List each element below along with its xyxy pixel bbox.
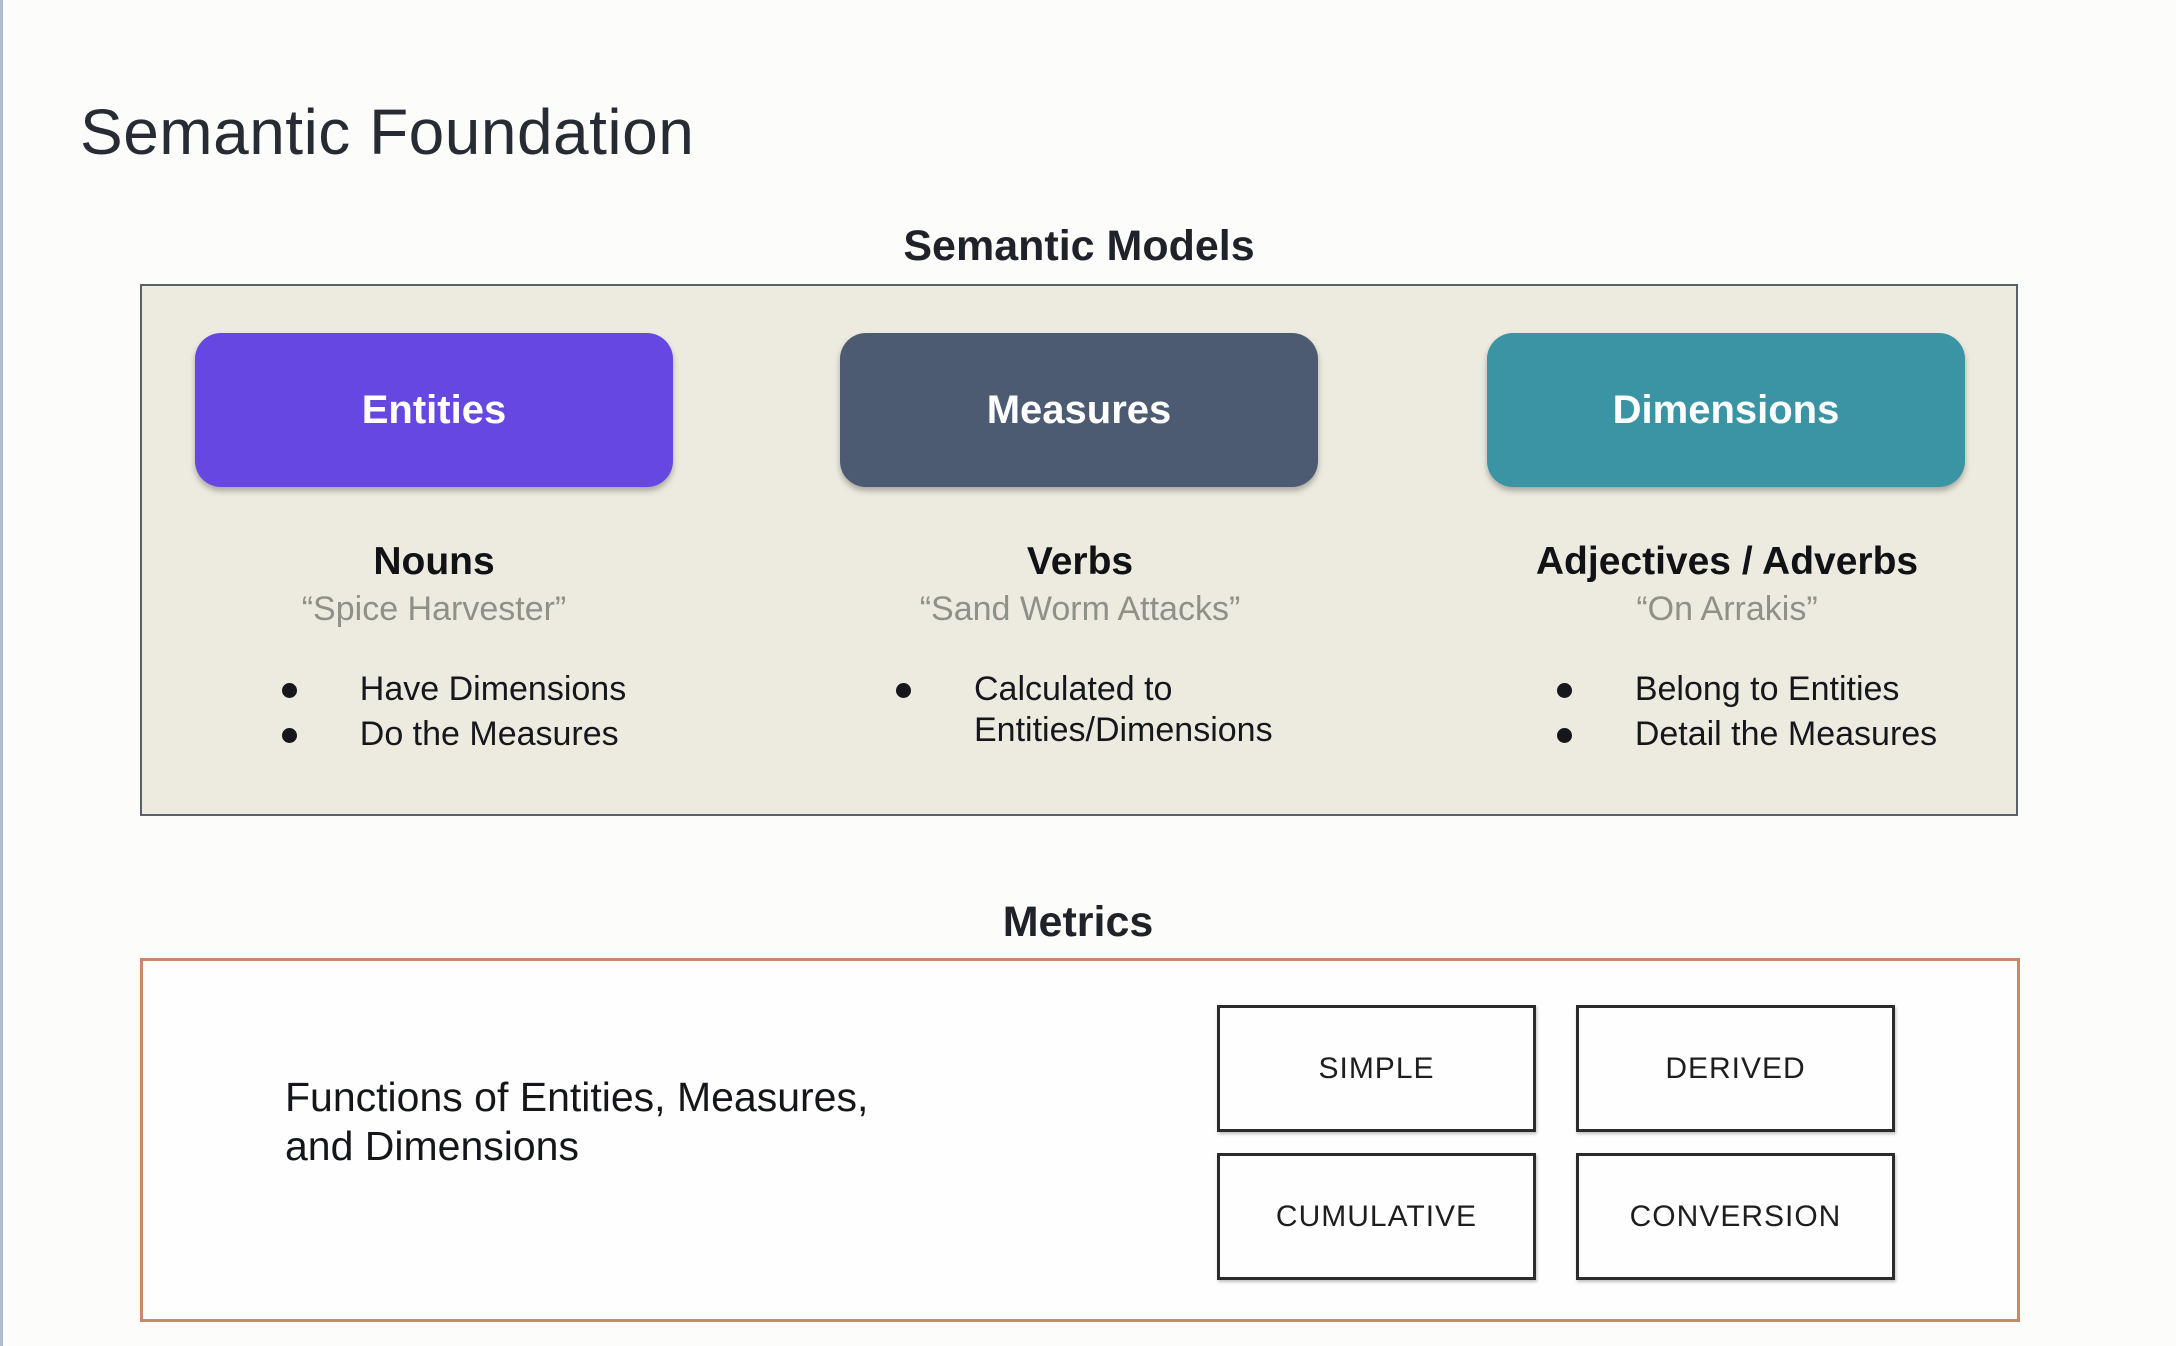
- dimensions-bullet-list: Belong to Entities Detail the Measures: [1517, 669, 1937, 760]
- entities-bullet-list: Have Dimensions Do the Measures: [242, 669, 626, 760]
- dimensions-subtitle: Adjectives / Adverbs: [1535, 540, 1919, 583]
- window-edge-line: [0, 0, 3, 1346]
- metric-type-simple: SIMPLE: [1217, 1005, 1536, 1132]
- entities-box: Entities: [195, 333, 673, 487]
- entities-quote: “Spice Harvester”: [301, 589, 567, 628]
- semantic-models-heading: Semantic Models: [903, 222, 1255, 270]
- metric-type-cumulative: CUMULATIVE: [1217, 1153, 1536, 1280]
- measures-column: Verbs “Sand Worm Attacks” Calculated to …: [820, 540, 1340, 756]
- metric-type-conversion: CONVERSION: [1576, 1153, 1895, 1280]
- metrics-panel: Functions of Entities, Measures, and Dim…: [140, 958, 2020, 1322]
- list-item: Do the Measures: [242, 714, 626, 755]
- page-title: Semantic Foundation: [80, 95, 695, 168]
- semantic-models-panel: Entities Measures Dimensions Nouns “Spic…: [140, 284, 2018, 816]
- list-item: Belong to Entities: [1517, 669, 1937, 710]
- measures-subtitle: Verbs: [1026, 540, 1134, 583]
- list-item: Calculated to Entities/Dimensions: [856, 669, 1304, 752]
- metrics-heading: Metrics: [1002, 898, 1154, 946]
- dimensions-column: Adjectives / Adverbs “On Arrakis” Belong…: [1467, 540, 1987, 760]
- metrics-description: Functions of Entities, Measures, and Dim…: [285, 1074, 869, 1170]
- metric-type-derived: DERIVED: [1576, 1005, 1895, 1132]
- list-item: Have Dimensions: [242, 669, 626, 710]
- dimensions-quote: “On Arrakis”: [1636, 589, 1818, 628]
- measures-bullet-list: Calculated to Entities/Dimensions: [856, 669, 1304, 756]
- entities-column: Nouns “Spice Harvester” Have Dimensions …: [174, 540, 694, 760]
- list-item: Detail the Measures: [1517, 714, 1937, 755]
- entities-subtitle: Nouns: [373, 540, 495, 583]
- measures-quote: “Sand Worm Attacks”: [919, 589, 1241, 628]
- measures-box: Measures: [840, 333, 1318, 487]
- dimensions-box: Dimensions: [1487, 333, 1965, 487]
